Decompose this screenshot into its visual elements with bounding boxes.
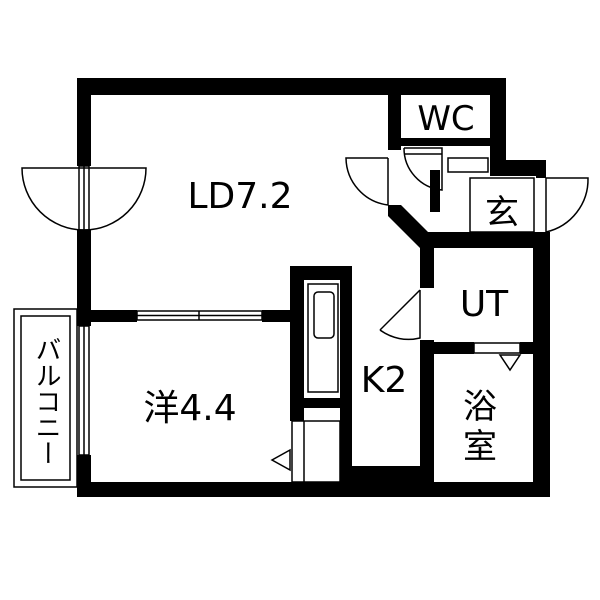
partition-western-kitchen — [290, 266, 304, 421]
room-label-wc: WC — [417, 99, 474, 139]
outer-wall-left-mid — [77, 230, 91, 326]
room-label-kitchen: K2 — [361, 360, 408, 401]
window-left-ld — [78, 165, 90, 231]
room-label-western: 洋4.4 — [143, 388, 236, 429]
wc-entry-step — [447, 157, 489, 173]
ut-bath-door — [473, 342, 522, 372]
balcony — [13, 308, 78, 488]
wc-wall-left — [388, 78, 401, 150]
swing-ld-corridor — [345, 157, 389, 206]
outer-wall-bottom — [77, 482, 550, 497]
ut-bath-wall-right — [520, 342, 550, 354]
outer-wall-left-upper — [77, 78, 91, 166]
entrance-step — [469, 177, 535, 233]
outer-wall-right-lower — [533, 232, 550, 497]
sliding-door-western — [136, 310, 263, 321]
walls — [77, 78, 550, 497]
entrance-wall-top — [490, 160, 546, 176]
ut-wall-left-upper — [420, 232, 434, 288]
swing-left-ld-a — [21, 167, 85, 231]
closet — [270, 420, 341, 483]
wc-wall-right — [490, 78, 506, 166]
swing-entrance — [545, 177, 589, 233]
kitchen-floor-wall — [340, 466, 422, 497]
window-left-western — [78, 325, 90, 456]
swing-wc — [403, 147, 443, 191]
kitchen-counter-right — [340, 266, 352, 466]
outer-wall-top — [77, 78, 392, 95]
room-label-ld: LD7.2 — [187, 176, 292, 217]
door-swings — [21, 147, 589, 341]
partition-ld-western-left — [77, 310, 137, 322]
kitchen-counter-bottom — [304, 398, 344, 408]
wc-wall-bottom — [401, 138, 490, 146]
swing-left-ld-b — [83, 167, 147, 231]
room-label-utility: UT — [460, 284, 509, 325]
room-label-bath-line1: 浴 — [463, 387, 497, 427]
room-label-bath-line2: 室 — [463, 427, 497, 467]
ut-wall-left-lower — [420, 340, 434, 497]
swing-ut — [379, 290, 421, 341]
room-label-balcony: バルコニー — [31, 336, 61, 466]
entrance-wall-left — [430, 170, 440, 212]
kitchen-sink — [307, 283, 339, 393]
wc-wall-top — [388, 78, 506, 95]
ut-bath-wall-left — [434, 342, 474, 354]
room-label-entrance: 玄 — [485, 193, 519, 233]
kitchen-counter-top — [290, 266, 352, 280]
corridor-wall — [420, 232, 550, 248]
